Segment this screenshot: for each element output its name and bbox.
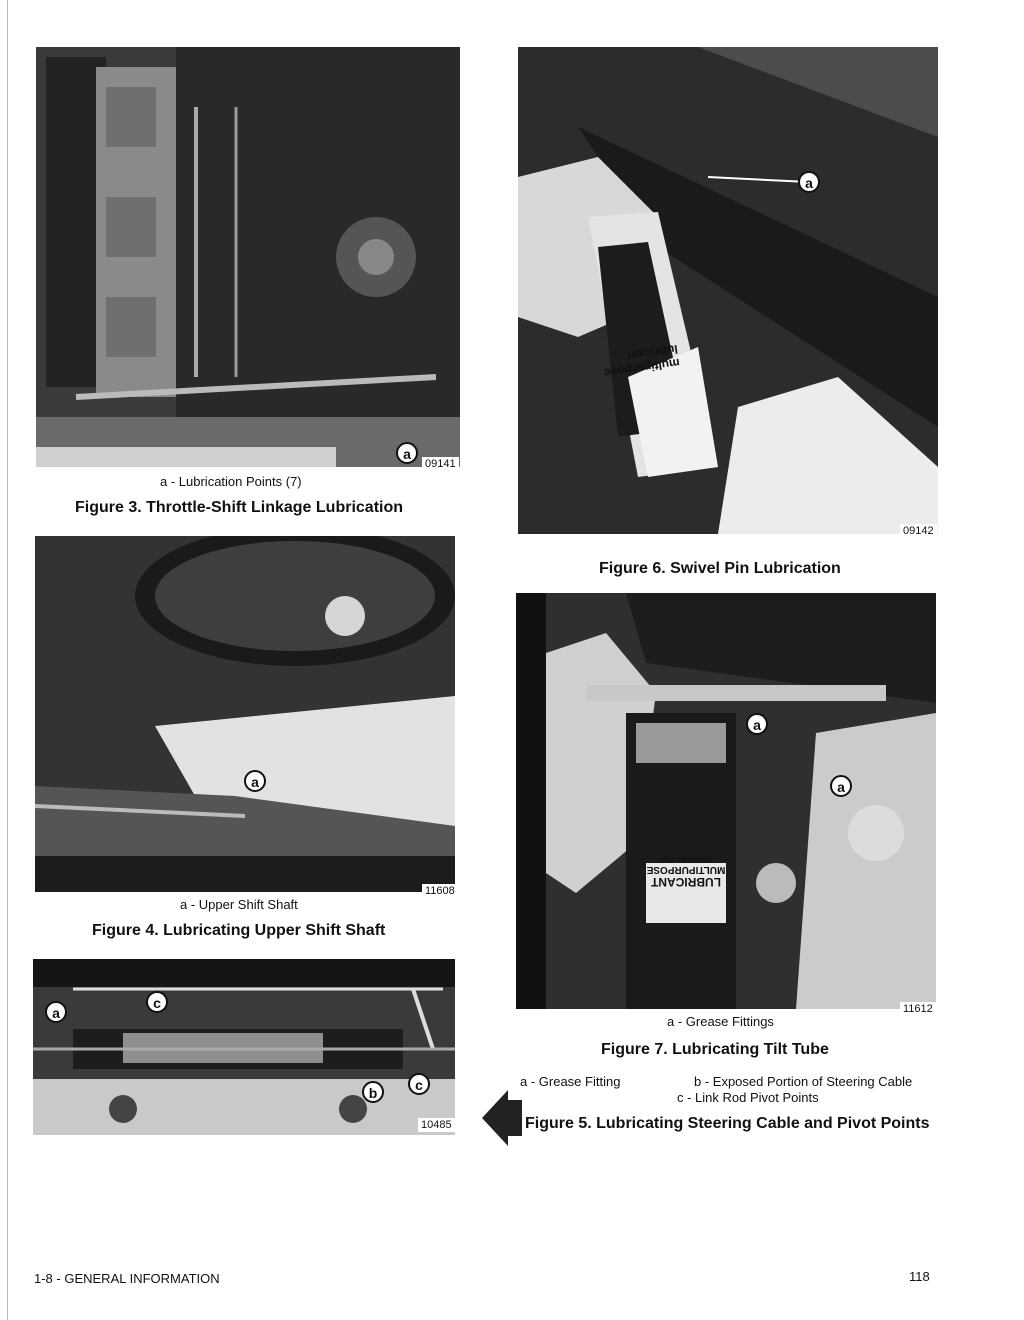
figure-7-title: Figure 7. Lubricating Tilt Tube — [601, 1041, 829, 1058]
figure-5-callout-a: a — [45, 1001, 67, 1023]
figure-3-photo: a — [36, 47, 460, 467]
figure-5-photo-id: 10485 — [418, 1118, 455, 1132]
figure-3-title: Figure 3. Throttle-Shift Linkage Lubrica… — [75, 499, 404, 516]
figure-3-photo-id: 09141 — [422, 457, 459, 471]
figure-5-legend-b: b - Exposed Portion of Steering Cable — [694, 1074, 913, 1089]
figure-4-title: Figure 4. Lubricating Upper Shift Shaft — [92, 922, 386, 939]
figure-3-callout-a: a — [396, 442, 418, 464]
figure-4-callout-a: a — [244, 770, 266, 792]
swivel-pin-illustration — [518, 47, 938, 534]
figure-7-photo-id: 11612 — [900, 1002, 936, 1016]
figure-6-callout-a: a — [798, 171, 820, 193]
left-arrow-icon — [482, 1090, 522, 1146]
figure-7-caption: a - Grease Fittings — [667, 1014, 774, 1029]
figure-7-can-label: LUBRICANT MULTIPURPOSE QUICKSILVER — [636, 855, 736, 889]
footer-section-label: 1-8 - GENERAL INFORMATION — [34, 1271, 220, 1286]
steering-cable-illustration — [33, 959, 455, 1135]
figure-7-can-text-2: MULTIPURPOSE — [646, 864, 726, 875]
figure-6-photo-id: 09142 — [900, 524, 937, 538]
page-edge-line — [7, 0, 8, 1320]
figure-3-caption: a - Lubrication Points (7) — [160, 474, 302, 489]
figure-7-callout-a-left: a — [746, 713, 768, 735]
figure-7-can-text-3: QUICKSILVER — [658, 855, 714, 864]
footer-page-number: 118 — [909, 1269, 930, 1284]
figure-6-title: Figure 6. Swivel Pin Lubrication — [599, 560, 841, 577]
figure-5-callout-b: b — [362, 1081, 384, 1103]
engine-linkage-illustration — [36, 47, 460, 467]
figure-5-callout-c-right: c — [408, 1073, 430, 1095]
figure-5-legend-a: a - Grease Fitting — [520, 1074, 621, 1089]
figure-4-photo: a — [35, 536, 455, 892]
figure-5-callout-c-top: c — [146, 991, 168, 1013]
figure-4-photo-id: 11608 — [422, 884, 458, 898]
figure-5-photo: a c b c — [33, 959, 455, 1135]
figure-5-title: Figure 5. Lubricating Steering Cable and… — [525, 1115, 930, 1132]
figure-6-photo: a multipurpose lubricant — [518, 47, 938, 534]
figure-7-can-text-1: LUBRICANT — [651, 875, 721, 889]
figure-7-callout-a-right: a — [830, 775, 852, 797]
figure-5-legend-c: c - Link Rod Pivot Points — [677, 1090, 819, 1105]
tilt-tube-illustration — [516, 593, 936, 1009]
figure-7-photo: a a LUBRICANT MULTIPURPOSE QUICKSILVER — [516, 593, 936, 1009]
upper-shift-shaft-illustration — [35, 536, 455, 892]
figure-4-caption: a - Upper Shift Shaft — [180, 897, 298, 912]
